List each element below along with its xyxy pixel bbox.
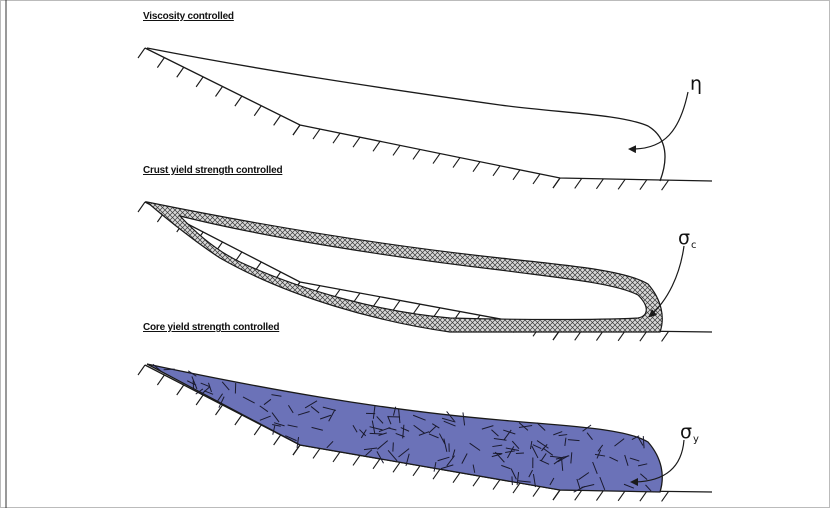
ground-hatch-tick (433, 154, 440, 164)
panel-crust: Crust yield strength controlled σ c (138, 165, 712, 341)
ground-hatch-tick (373, 141, 380, 151)
panel-core: Core yield strength controlled σ y (138, 322, 712, 501)
ground-hatch-tick (373, 297, 380, 307)
crystal-dash (370, 433, 383, 434)
ground-hatch-tick (333, 452, 340, 462)
panel-viscosity: Viscosity controlled η (138, 11, 712, 190)
arrow-viscosity (630, 92, 688, 149)
ground-hatch-tick (393, 462, 400, 472)
ground-hatch-tick (575, 490, 582, 500)
ground-hatch-tick (138, 48, 145, 58)
symbol-sigma-c: σ (678, 227, 690, 249)
ground-hatch-tick (293, 445, 300, 455)
ground-hatch-tick (533, 487, 540, 497)
ground-hatch-tick (138, 365, 145, 375)
ground-hatch-tick (493, 166, 500, 176)
ground-hatch-tick (196, 77, 203, 87)
ground-hatch-tick (473, 162, 480, 172)
ground-hatch-tick (413, 466, 420, 476)
panel-title-core: Core yield strength controlled (143, 322, 279, 333)
ground-hatch-tick (393, 300, 400, 310)
ground-hatch-tick (393, 145, 400, 155)
ground-hatch-tick (618, 179, 625, 189)
ground-hatch-tick (196, 395, 203, 405)
ground-hatch-tick (413, 304, 420, 314)
ground-hatch-tick (293, 125, 300, 135)
ground-hatch-tick (157, 375, 164, 385)
crystal-dash (164, 369, 175, 370)
ground-hatch-tick (235, 415, 242, 425)
ground-hatch-tick (553, 490, 560, 500)
symbol-eta: η (690, 73, 702, 95)
ground-hatch-tick (513, 483, 520, 493)
ground-hatch-tick (553, 178, 560, 188)
ground-hatch-tick (353, 455, 360, 465)
crystal-dash (516, 453, 524, 454)
ground-hatch-tick (254, 425, 261, 435)
symbol-sigma-y: σ (680, 421, 692, 443)
ground-hatch-tick (533, 174, 540, 184)
ground-line-viscosity (145, 48, 712, 181)
ground-hatch-tick (157, 58, 164, 68)
ground-hatch-tick (254, 106, 261, 116)
ground-hatch-tick (662, 180, 669, 190)
crust-shell (147, 202, 662, 332)
ground-hatch-tick (453, 158, 460, 168)
ground-hatch-tick (662, 491, 669, 501)
ground-hatch-tick (640, 331, 647, 341)
subscript-c: c (691, 240, 697, 251)
ground-hatch-tick (177, 67, 184, 77)
ground-hatch-tick (177, 385, 184, 395)
panel-title-viscosity: Viscosity controlled (143, 11, 234, 22)
panel-title-crust: Crust yield strength controlled (143, 165, 282, 176)
ground-hatch-tick (138, 202, 145, 212)
ground-hatch-tick (596, 179, 603, 189)
flow-outline-viscosity (147, 48, 665, 181)
ground-hatch-tick (618, 491, 625, 501)
ground-hatch-tick (274, 435, 281, 445)
ground-hatch-tick (640, 180, 647, 190)
ground-hatch-tick (513, 170, 520, 180)
ground-hatch-tick (413, 149, 420, 159)
ground-hatch-tick (333, 133, 340, 143)
core-flow-body (147, 364, 662, 492)
ground-hatch-tick (373, 459, 380, 469)
ground-hatch-tick (235, 96, 242, 106)
ground-hatch-tick (596, 491, 603, 501)
ground-hatch-tick (575, 178, 582, 188)
ground-hatch-tick (274, 115, 281, 125)
ground-hatch-tick (493, 480, 500, 490)
ground-hatch-tick (662, 331, 669, 341)
ground-hatch-tick (453, 473, 460, 483)
ground-hatch-tick (353, 137, 360, 147)
ground-hatch-tick (473, 476, 480, 486)
subscript-y: y (693, 434, 699, 445)
ground-hatch-tick (313, 129, 320, 139)
ground-hatch-tick (640, 491, 647, 501)
ground-hatch-tick (313, 448, 320, 458)
ground-hatch-tick (216, 87, 223, 97)
